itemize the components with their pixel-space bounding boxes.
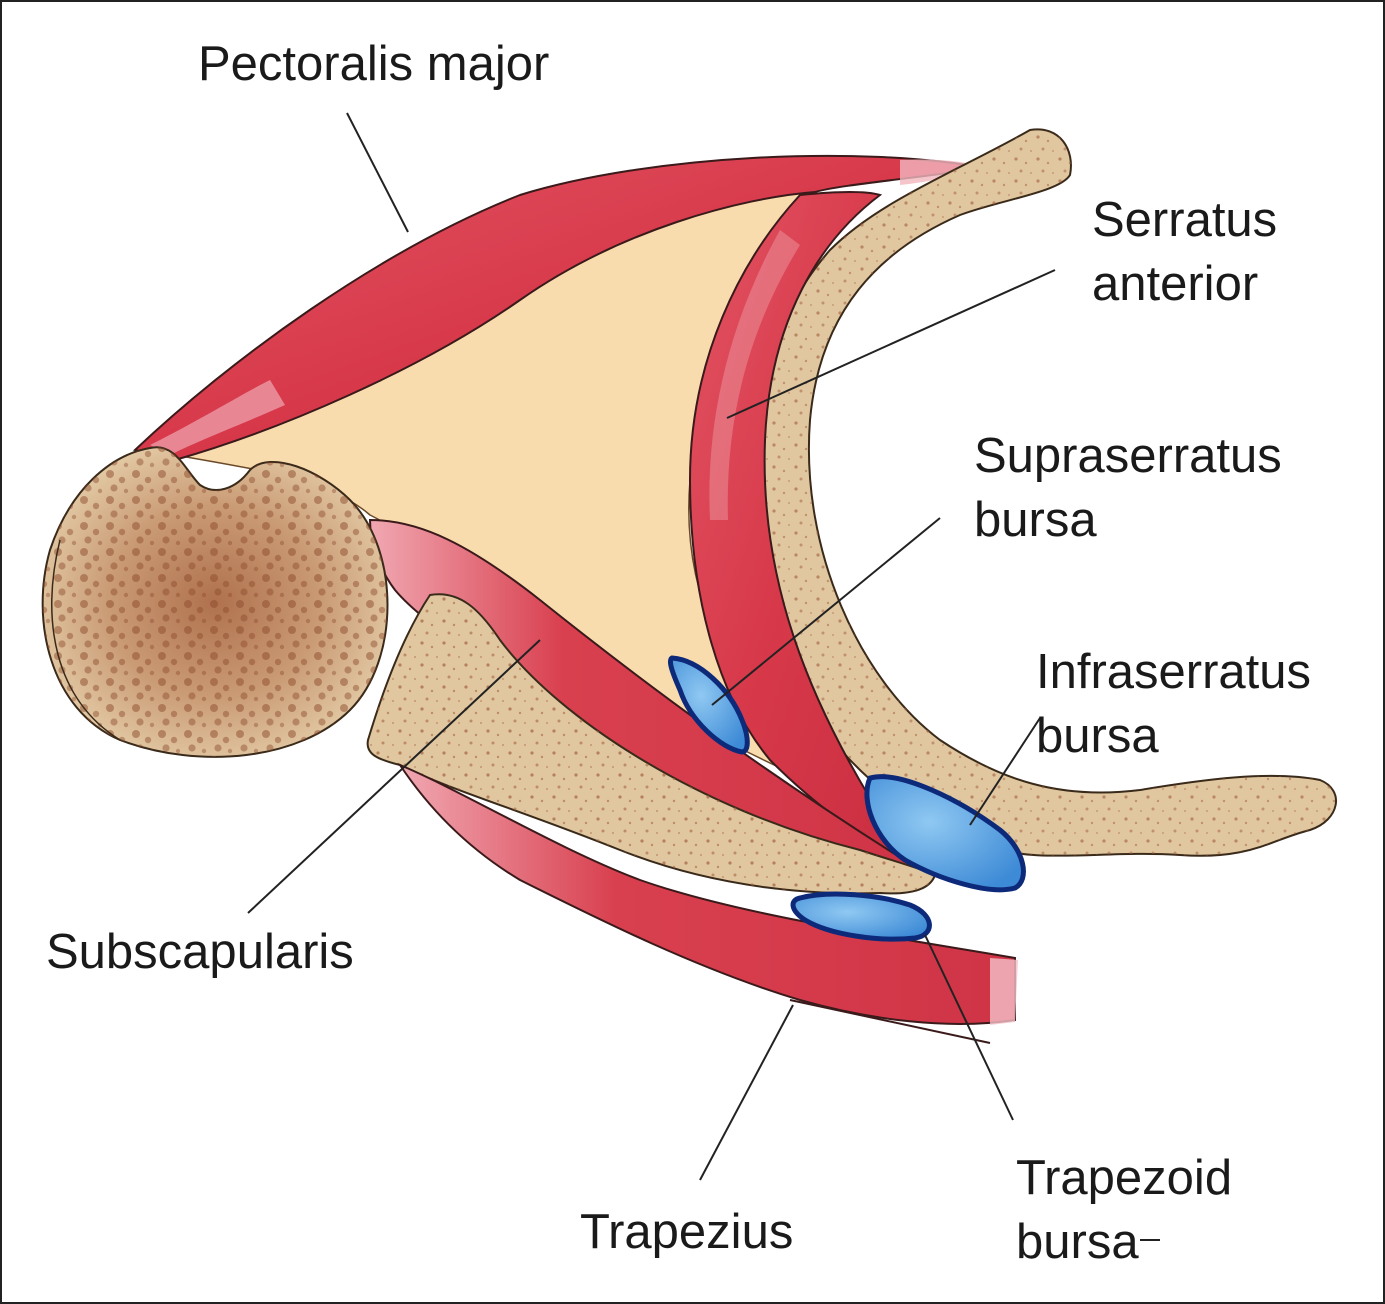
label-trapezoid-bursa-line1: Trapezoid — [1016, 1151, 1233, 1205]
label-serratus-anterior-line1: Serratus — [1092, 193, 1278, 247]
label-supraserratus-bursa-line2: bursa — [974, 493, 1097, 547]
label-supraserratus-bursa: Supraserratus bursa — [974, 424, 1282, 552]
label-serratus-anterior: Serratus anterior — [1092, 188, 1277, 316]
infraserratus-bursa-shape — [864, 774, 1026, 893]
label-trapezius: Trapezius — [580, 1205, 794, 1259]
trapezius-muscle — [397, 762, 1016, 1025]
leader-trapezius — [699, 1004, 794, 1181]
leader-pectoralis-major — [346, 112, 409, 233]
label-pectoralis-major: Pectoralis major — [198, 37, 550, 91]
label-serratus-anterior-line2: anterior — [1092, 257, 1259, 311]
leader-infraserratus-bursa — [969, 717, 1041, 826]
leader-trapezoid-bursa — [924, 934, 1014, 1121]
leader-serratus-anterior — [726, 269, 1056, 419]
label-infraserratus-bursa-line1: Infraserratus — [1036, 645, 1312, 699]
leader-supraserratus-bursa — [711, 517, 941, 706]
supraserratus-bursa-shape — [667, 655, 750, 755]
label-infraserratus-bursa: Infraserratus bursa — [1036, 640, 1311, 768]
trapezoid-bursa-shape — [790, 891, 932, 942]
label-trapezoid-bursa-line2: bursa — [1016, 1215, 1139, 1269]
label-trapezoid-bursa: Trapezoid bursa — [1016, 1146, 1232, 1274]
leader-subscapularis — [247, 639, 541, 914]
label-infraserratus-bursa-line2: bursa — [1036, 709, 1159, 763]
humeral-head — [41, 446, 389, 758]
label-supraserratus-bursa-line1: Supraserratus — [974, 429, 1282, 483]
label-subscapularis: Subscapularis — [46, 925, 354, 979]
